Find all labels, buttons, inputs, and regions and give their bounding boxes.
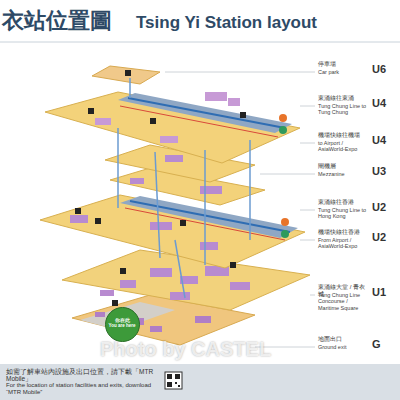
level-name-english: Car park <box>318 69 370 75</box>
qr-code <box>165 372 182 389</box>
level-name-chinese: 東涌線往東涌 <box>318 95 370 102</box>
platform-signs <box>279 114 289 238</box>
you-are-here-marker: 你在此You are here <box>105 307 140 342</box>
level-name-chinese: 停車場 <box>318 61 370 68</box>
u2-slab <box>40 195 305 268</box>
level-code: U4 <box>372 134 386 147</box>
footer-note-chinese: 如需了解車站內設施及出口位置，請下載「MTR Mobile」 <box>6 368 161 383</box>
level-code: U3 <box>372 165 386 178</box>
level-name-english: Tung Chung Line Concourse / Maritime Squ… <box>318 292 370 311</box>
u4-platform <box>118 93 292 133</box>
level-name-chinese: 地面出口 <box>318 336 370 343</box>
level-code: U2 <box>372 201 386 214</box>
footer-strip <box>0 364 400 400</box>
level-name-english: Tung Chung Line to Tung Chung <box>318 103 370 116</box>
sign-panel <box>0 42 400 364</box>
level-name-chinese: 機場快線往機場 <box>318 132 370 139</box>
level-name-english: Ground exit <box>318 344 370 350</box>
u4-slab <box>45 92 300 163</box>
title-chinese: 衣站位置圖 <box>2 8 112 33</box>
level-code: U2 <box>372 231 386 244</box>
u3-blocks <box>130 155 222 194</box>
qr-pattern <box>167 374 180 387</box>
level-name-chinese: 東涌線往香港 <box>318 199 370 206</box>
u4-track <box>128 98 285 128</box>
u6-slab <box>92 66 160 84</box>
u4-blocks <box>95 92 240 143</box>
u2-blocks <box>70 215 218 250</box>
facility-icons <box>75 70 246 306</box>
u2-track <box>130 201 290 232</box>
level-code: U6 <box>372 63 386 76</box>
title-english: Tsing Yi Station layout <box>136 13 317 33</box>
level-name-english: Tung Chung Line to Hong Kong <box>318 207 370 220</box>
level-code: U4 <box>372 97 386 110</box>
level-name-chinese: 閘機層 <box>318 163 370 170</box>
header-panel <box>0 0 400 42</box>
u1-slab <box>62 250 310 310</box>
level-code: G <box>372 338 381 351</box>
level-name-chinese: 機場快線往香港 <box>318 229 370 236</box>
level-name-english: From Airport / AsiaWorld-Expo <box>318 237 370 250</box>
level-name-english: to Airport / AsiaWorld-Expo <box>318 140 370 153</box>
marker-text: You are here <box>109 324 136 329</box>
level-code: U1 <box>372 286 386 299</box>
vertical-links <box>118 78 250 298</box>
u1-blocks <box>100 266 250 300</box>
header-rule <box>0 42 400 43</box>
u4-edge <box>120 106 278 137</box>
level-name-english: Mezzanine <box>318 171 370 177</box>
footer-note-english: For the location of station facilities a… <box>6 382 161 396</box>
